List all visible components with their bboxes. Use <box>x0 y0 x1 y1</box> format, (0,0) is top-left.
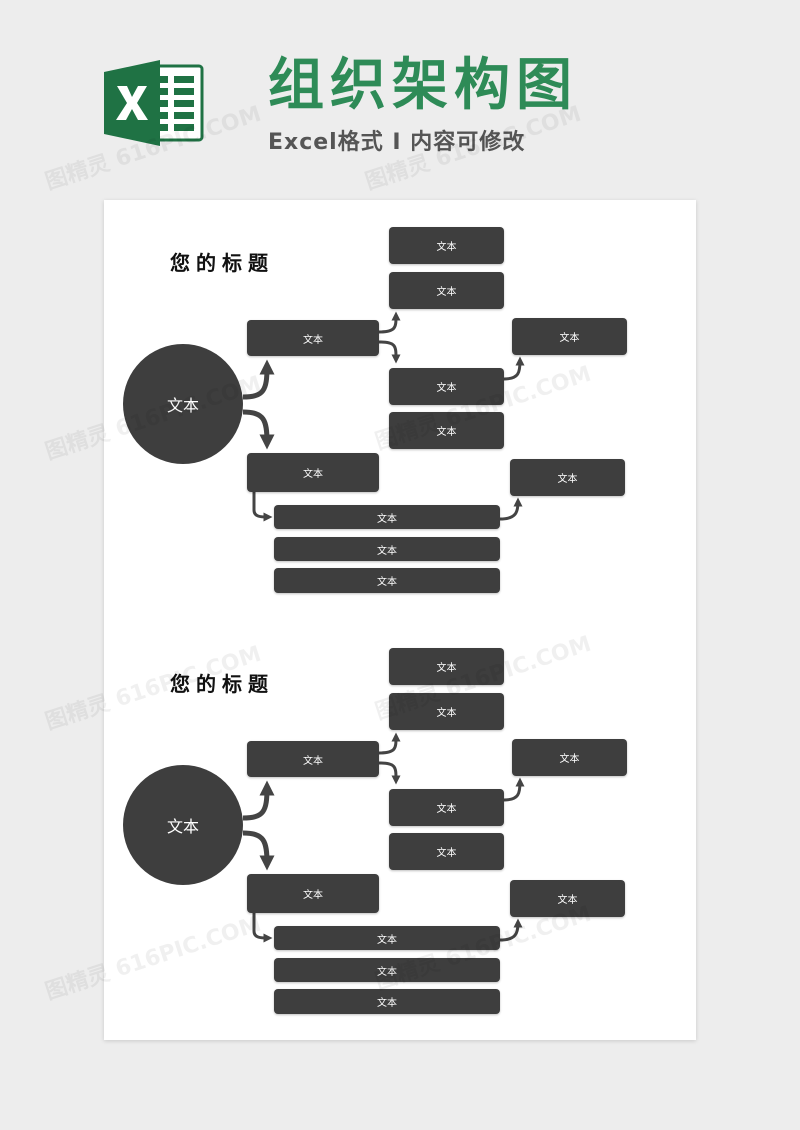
org-node: 文本 <box>389 272 504 309</box>
org-bar-node: 文本 <box>274 568 500 593</box>
org-node: 文本 <box>512 739 627 776</box>
org-node: 文本 <box>389 648 504 685</box>
org-node: 文本 <box>389 368 504 405</box>
org-bar-node: 文本 <box>274 926 500 950</box>
org-node: 文本 <box>247 741 379 777</box>
org-chart: 您的标题 文本 文本 文本 文本 文本 文本 文本 文本 文本 文本 文本 文本 <box>104 643 696 1043</box>
org-chart: 您的标题 文本 文本 文本 文本 文本 文本 文本 文本 文本 文本 文本 文本 <box>104 222 696 622</box>
root-node: 文本 <box>123 765 243 885</box>
org-node: 文本 <box>389 412 504 449</box>
org-node: 文本 <box>510 459 625 496</box>
root-node: 文本 <box>123 344 243 464</box>
connector-arrows <box>242 311 525 522</box>
connector-arrows <box>242 732 525 943</box>
section-title: 您的标题 <box>170 251 274 275</box>
org-node: 文本 <box>510 880 625 917</box>
org-node: 文本 <box>389 789 504 826</box>
document-page: 您的标题 文本 文本 文本 文本 文本 文本 文本 文本 文本 文本 文本 文本 <box>104 200 696 1040</box>
org-node: 文本 <box>512 318 627 355</box>
org-bar-node: 文本 <box>274 989 500 1014</box>
page-title: 组织架构图 <box>268 53 578 118</box>
org-node: 文本 <box>389 693 504 730</box>
page-subtitle: Excel格式 I 内容可修改 <box>268 130 526 155</box>
org-node: 文本 <box>389 227 504 264</box>
org-bar-node: 文本 <box>274 958 500 982</box>
org-node: 文本 <box>247 453 379 492</box>
org-node: 文本 <box>247 320 379 356</box>
org-bar-node: 文本 <box>274 537 500 561</box>
org-node: 文本 <box>247 874 379 913</box>
org-node: 文本 <box>389 833 504 870</box>
org-bar-node: 文本 <box>274 505 500 529</box>
section-title: 您的标题 <box>170 672 274 696</box>
excel-icon <box>104 60 204 146</box>
